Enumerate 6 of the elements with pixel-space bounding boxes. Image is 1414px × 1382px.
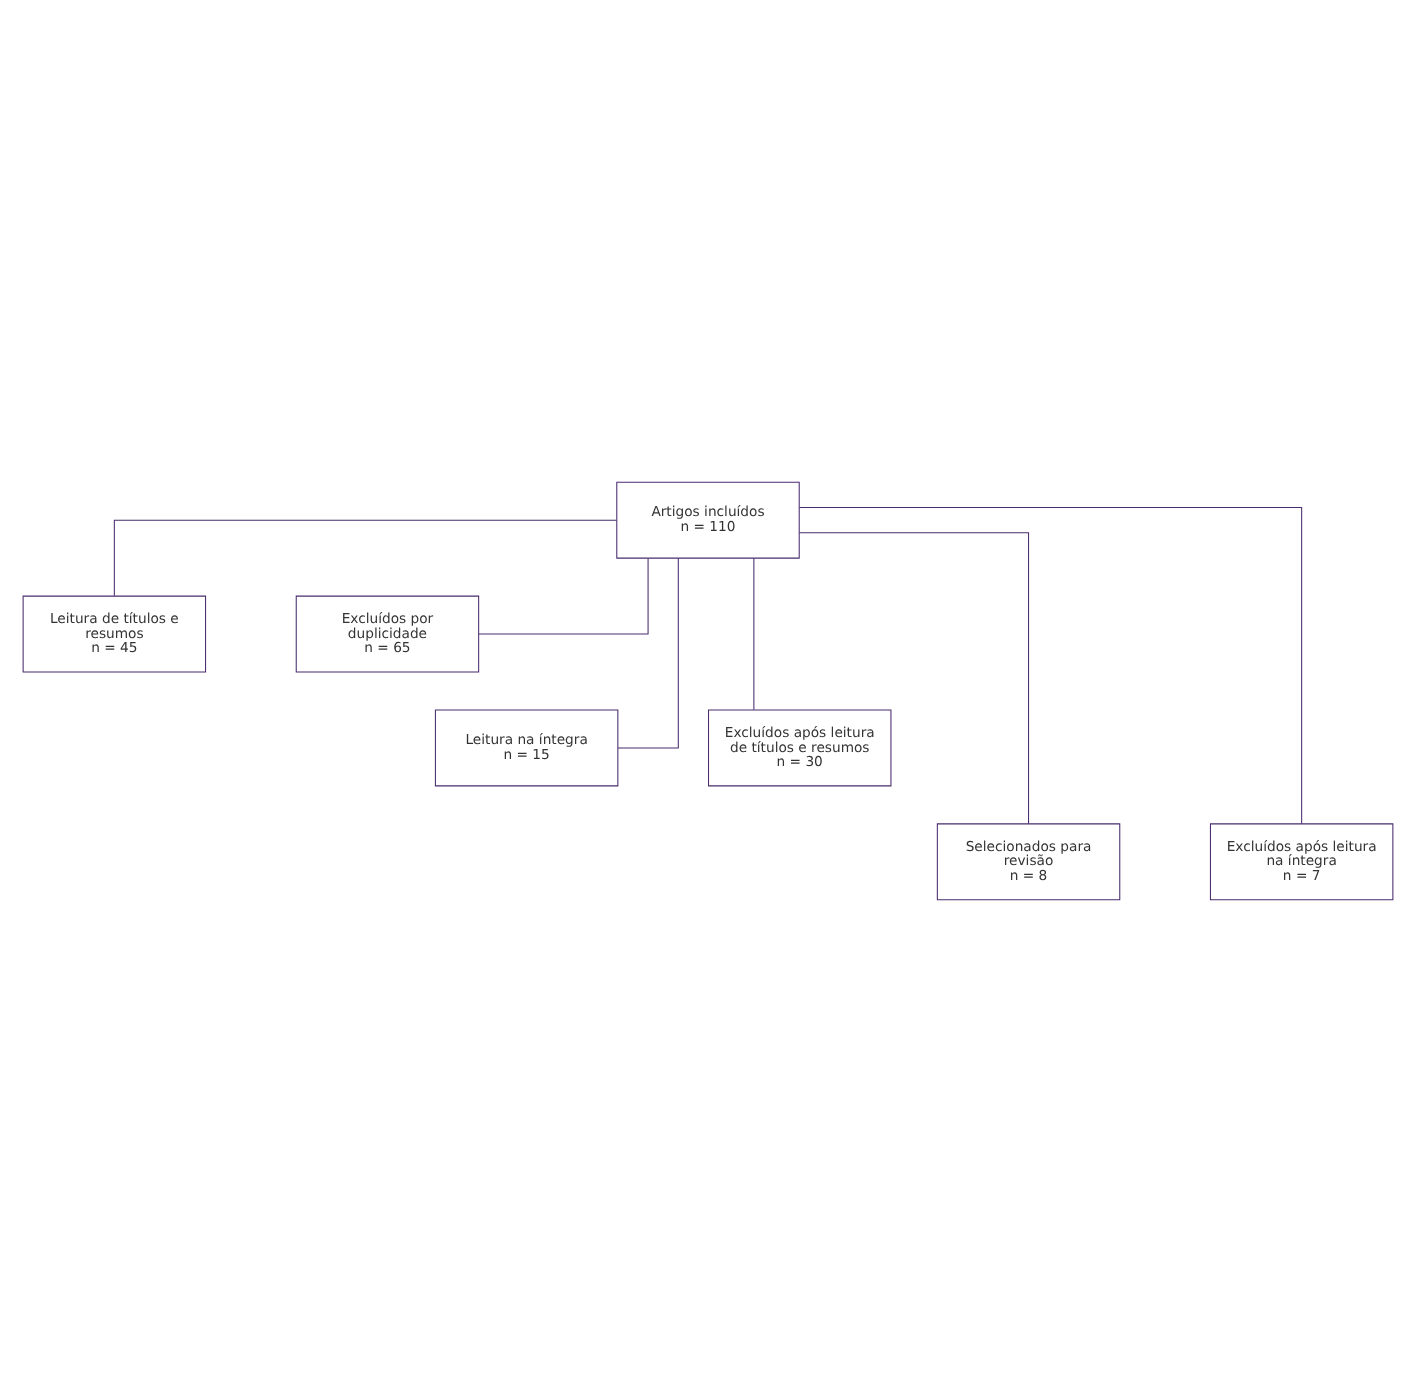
connector	[112, 519, 617, 597]
connector	[477, 557, 648, 635]
connector	[797, 507, 1302, 825]
connector	[797, 532, 1029, 825]
connector	[752, 557, 754, 711]
connector	[616, 557, 678, 749]
